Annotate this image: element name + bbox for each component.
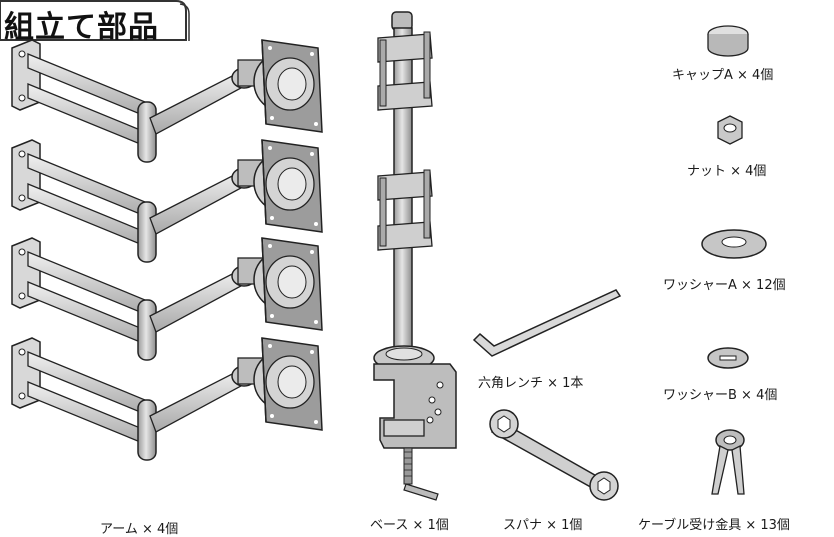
washer-a-label: ワッシャーA × 12個: [663, 278, 786, 293]
cable-clip-illustration: [711, 429, 745, 495]
spanner-illustration: [489, 409, 619, 501]
base-label: ベース × 1個: [370, 518, 449, 533]
arm-illustration-4: [11, 337, 323, 461]
hex-wrench-illustration: [472, 289, 622, 357]
washer-b-illustration: [707, 347, 749, 369]
cap-illustration: [707, 25, 749, 57]
washer-a-illustration: [701, 229, 767, 259]
arm-label: アーム × 4個: [100, 522, 179, 537]
nut-label: ナット × 4個: [687, 164, 767, 179]
spanner-label: スパナ × 1個: [503, 518, 583, 533]
washer-b-label: ワッシャーB × 4個: [663, 388, 778, 403]
cable-clip-label: ケーブル受け金具 × 13個: [638, 518, 790, 533]
hex-wrench-label: 六角レンチ × 1本: [478, 376, 584, 391]
nut-illustration: [717, 115, 743, 145]
cap-label: キャップA × 4個: [672, 68, 774, 83]
page-title: 組立て部品: [4, 10, 159, 45]
base-pole-illustration: [373, 11, 457, 501]
section-title-tab: 組立て部品: [0, 0, 190, 45]
